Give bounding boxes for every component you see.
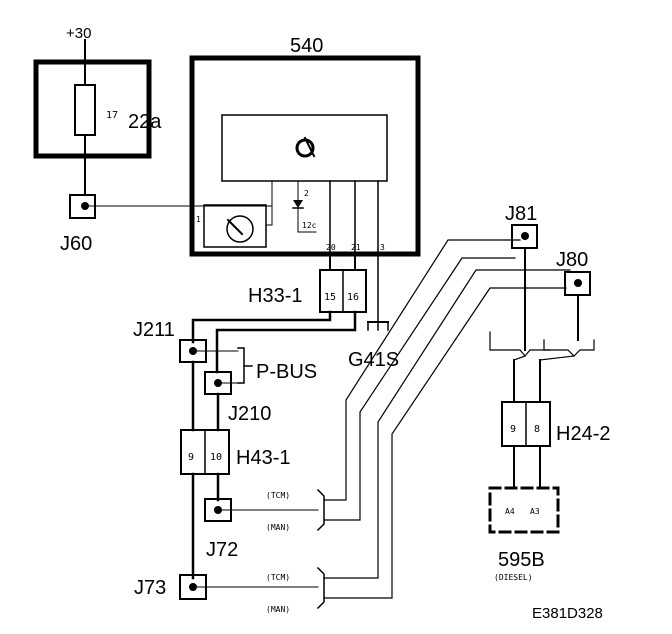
ecu-microcontroller: [221, 114, 388, 182]
supply-label: +30: [66, 25, 91, 42]
j81-node: [521, 232, 529, 240]
j73-label: J73: [134, 577, 166, 599]
j72-man-label: (MAN): [266, 523, 290, 532]
j72-label: J72: [206, 539, 238, 561]
gauge-icon: [226, 215, 254, 243]
ecu-pin-21-label: 21: [351, 243, 361, 252]
fuse-number-label: 17: [106, 110, 118, 121]
j211-node: [189, 347, 197, 355]
j73-node: [189, 583, 197, 591]
fuse-box-outline: [33, 59, 152, 159]
gauge-frame: [203, 204, 267, 248]
j210-label: J210: [228, 403, 271, 425]
j210-node: [214, 379, 222, 387]
ecu-pin-3-label: 3: [380, 243, 385, 252]
j73-bracket: [316, 566, 325, 610]
h24-pin-b-label: 8: [534, 424, 540, 435]
ecu-pin-2-label: 2: [304, 189, 309, 198]
diode-icon: [293, 200, 303, 208]
j72-tcm-to-j81-wire: [323, 239, 521, 501]
h43-pin-b-label: 10: [210, 452, 222, 463]
h33-pin-a-label: 15: [324, 292, 336, 303]
gauge-needle-icon: [226, 218, 244, 236]
h24-join-a: [513, 355, 526, 361]
h33-label: H33-1: [248, 285, 302, 307]
j72-man-to-j81-wire: [323, 257, 516, 521]
c595b-outline: [488, 486, 560, 534]
ecu-pin-20-label: 20: [326, 243, 336, 252]
j80-label: J80: [556, 249, 588, 271]
ecu-label: 540: [290, 35, 323, 57]
ecu-pin-12c-label: 12c: [302, 221, 317, 230]
h33-to-j211-wire: [191, 310, 332, 344]
ecu-outline: [189, 55, 421, 257]
h24-pin-a-label: 9: [510, 424, 516, 435]
h43-label: H43-1: [236, 447, 290, 469]
h33-pin-b-label: 16: [347, 292, 359, 303]
h24-label: H24-2: [556, 423, 610, 445]
j80-node: [574, 279, 582, 287]
j73-tcm-label: (TCM): [266, 573, 290, 582]
j72-tcm-label: (TCM): [266, 491, 290, 500]
fuse-box-label: 22a: [128, 111, 162, 133]
pbus-label: P-BUS: [256, 361, 317, 383]
j72-node: [214, 506, 222, 514]
j60-label: J60: [60, 233, 92, 255]
fuse-icon: [74, 84, 96, 136]
j73-man-label: (MAN): [266, 605, 290, 614]
pbus-bracket: [237, 347, 245, 384]
j81-label: J81: [505, 203, 537, 225]
c595b-note: (DIESEL): [494, 573, 533, 582]
transistor-icon-stroke: [303, 136, 316, 158]
j60-node: [81, 202, 89, 210]
j72-bracket: [316, 488, 325, 532]
c595b-pin-a-label: A4: [505, 507, 515, 516]
h43-pin-a-label: 9: [188, 452, 194, 463]
c595b-pin-b-label: A3: [530, 507, 540, 516]
diagram-code: E381D328: [532, 605, 603, 622]
j73-man-to-j80-wire: [323, 287, 567, 599]
h24-join-b: [539, 355, 575, 361]
j81-bracket: [489, 331, 551, 357]
c595b-label: 595B: [498, 549, 545, 571]
g41s-label: G41S: [348, 349, 399, 371]
ecu-pin-1-label: 1: [196, 215, 201, 224]
j211-label: J211: [133, 319, 175, 341]
j80-bracket: [543, 339, 595, 357]
j73-tcm-to-j80-wire: [323, 269, 571, 579]
